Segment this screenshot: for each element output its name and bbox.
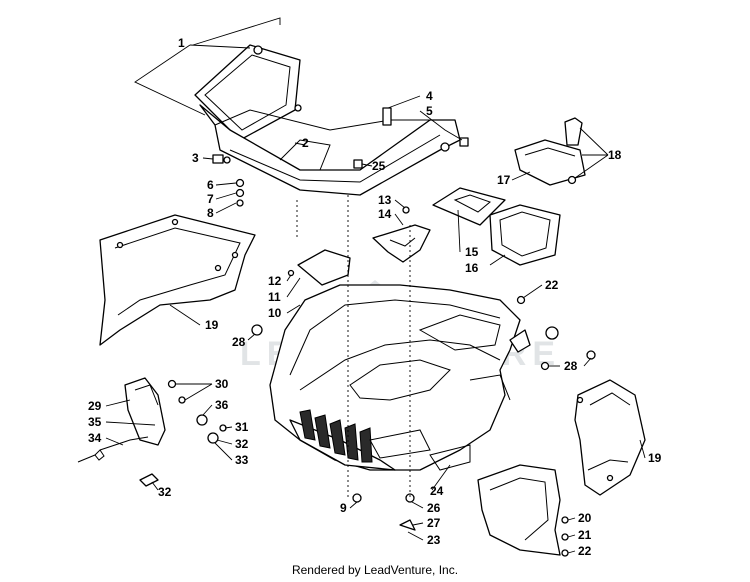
- mud-guard: [477, 464, 569, 557]
- left-side-panel: [99, 214, 256, 346]
- storage-lid: [514, 117, 586, 186]
- callout-19-right: 19: [648, 451, 662, 465]
- callout-15: 15: [465, 245, 479, 259]
- callout-22-top: 22: [545, 278, 559, 292]
- callout-14: 14: [378, 207, 392, 221]
- callout-3: 3: [192, 151, 199, 165]
- callout-12: 12: [268, 274, 282, 288]
- callout-24: 24: [430, 484, 444, 498]
- callout-10: 10: [268, 306, 282, 320]
- callout-8: 8: [207, 206, 214, 220]
- callout-1: 1: [178, 36, 185, 50]
- callout-4: 4: [426, 89, 433, 103]
- footer-credit: Rendered by LeadVenture, Inc.: [291, 563, 459, 577]
- callout-26: 26: [427, 501, 441, 515]
- callout-18: 18: [608, 148, 622, 162]
- callout-17: 17: [497, 173, 511, 187]
- callout-20: 20: [578, 511, 592, 525]
- right-side-panel: [574, 379, 646, 496]
- callout-5: 5: [426, 104, 433, 118]
- leader-lines: [105, 17, 646, 554]
- center-plate: [287, 249, 351, 286]
- callout-33: 33: [235, 453, 249, 467]
- storage-box: [432, 187, 561, 266]
- callout-32-bottom: 32: [158, 485, 172, 499]
- callout-29: 29: [88, 399, 102, 413]
- callout-21: 21: [578, 528, 592, 542]
- callout-27: 27: [427, 516, 441, 530]
- callout-35: 35: [88, 415, 102, 429]
- callout-28-left: 28: [232, 335, 246, 349]
- callout-19-left: 19: [205, 318, 219, 332]
- grommet-left: [251, 324, 263, 336]
- callout-16: 16: [465, 261, 479, 275]
- front-rack: [194, 44, 461, 196]
- callout-2: 2: [302, 136, 309, 150]
- rack-fasteners: [212, 107, 469, 207]
- callout-7: 7: [207, 192, 214, 206]
- callout-labels: 1 2 3 4 5 6 7 8 25 13 14 15 16 17 18 22 …: [88, 36, 662, 558]
- callout-36: 36: [215, 398, 229, 412]
- callout-6: 6: [207, 178, 214, 192]
- callout-22-bottom: 22: [578, 544, 592, 558]
- callout-32-mid: 32: [235, 437, 249, 451]
- callout-34: 34: [88, 431, 102, 445]
- right-fasteners: [509, 295, 596, 371]
- bottom-fasteners: [352, 493, 416, 531]
- headlight-assembly: [77, 377, 227, 487]
- callout-25: 25: [372, 159, 386, 173]
- callout-28-right: 28: [564, 359, 578, 373]
- callout-31: 31: [235, 420, 249, 434]
- callout-9: 9: [340, 501, 347, 515]
- front-body: [269, 284, 521, 471]
- center-bracket: [372, 206, 431, 263]
- callout-13: 13: [378, 193, 392, 207]
- callout-30: 30: [215, 377, 229, 391]
- callout-23: 23: [427, 533, 441, 547]
- callout-11: 11: [268, 290, 281, 304]
